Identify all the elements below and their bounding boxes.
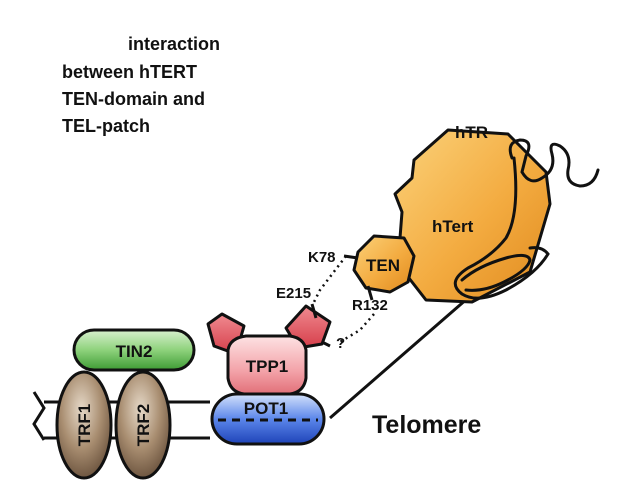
tin2-label: TIN2 xyxy=(116,342,153,361)
title-line-1: interaction xyxy=(128,34,220,54)
telomere-label: Telomere xyxy=(372,411,481,439)
interaction-lines xyxy=(310,255,375,344)
htr-rna xyxy=(453,138,600,300)
question-mark-label: ? xyxy=(336,335,345,352)
trf2-label: TRF2 xyxy=(134,404,153,447)
tpp1-label: TPP1 xyxy=(246,357,289,376)
k78-label: K78 xyxy=(308,249,336,266)
title-line-3: TEN-domain and xyxy=(62,89,205,109)
residue-ticks xyxy=(310,254,374,348)
htert-label: hTert xyxy=(432,217,474,236)
htr-label: hTR xyxy=(455,123,488,142)
pot1-protein: POT1 xyxy=(210,392,326,446)
r132-label: R132 xyxy=(352,297,388,314)
trf2-protein: TRF2 xyxy=(114,370,172,480)
trf1-label: TRF1 xyxy=(75,404,94,447)
ten-domain: TEN xyxy=(352,234,416,294)
title-line-2: between hTERT xyxy=(62,62,197,82)
strand-break-mark xyxy=(32,391,46,441)
ten-label: TEN xyxy=(366,256,400,275)
tpp1-protein: TPP1 xyxy=(206,304,332,396)
tin2-protein: TIN2 xyxy=(72,328,196,372)
trf1-protein: TRF1 xyxy=(55,370,113,480)
pot1-label: POT1 xyxy=(244,399,288,418)
e215-label: E215 xyxy=(276,285,311,302)
title-line-4: TEL-patch xyxy=(62,116,150,136)
htert-protein: hTert xyxy=(393,128,552,304)
